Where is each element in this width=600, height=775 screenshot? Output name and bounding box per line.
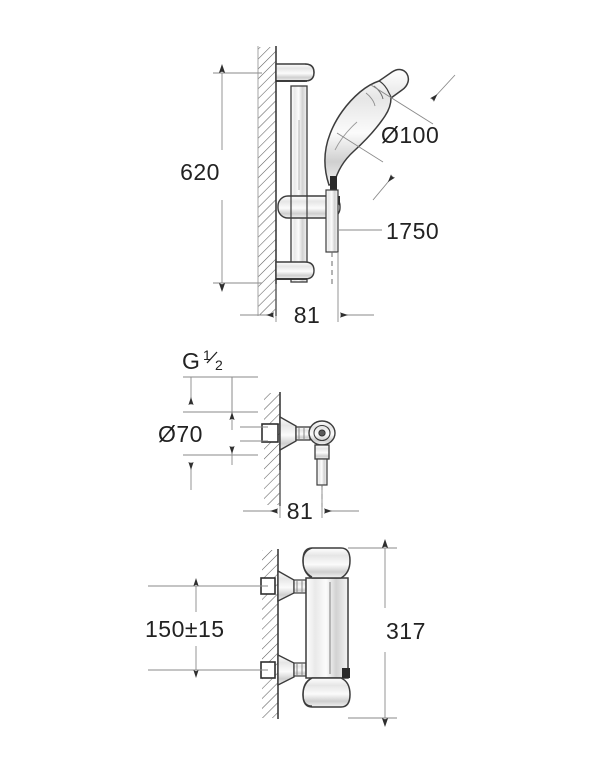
dimension-81-top: 81 <box>240 253 374 328</box>
mixer-handle-bottom <box>302 677 351 708</box>
dimension-diameter-70: Ø70 <box>158 377 258 490</box>
view-thermostatic-mixer: 150±15 317 <box>145 539 426 727</box>
dimension-label-620: 620 <box>180 159 220 185</box>
dimension-diameter-100: Ø100 <box>336 74 456 201</box>
hand-shower <box>324 68 410 190</box>
shower-hose <box>325 189 339 286</box>
dimension-label-150-15: 150±15 <box>145 616 225 642</box>
dimension-620: 620 <box>180 64 262 292</box>
dimension-317: 317 <box>348 539 426 727</box>
mixer-handle-top <box>302 547 351 579</box>
rail-bracket-top <box>275 63 315 82</box>
wall-section-bottom <box>262 549 279 719</box>
dimension-label-diameter-70: Ø70 <box>158 421 203 447</box>
dimension-label-thread-g: G <box>182 348 200 374</box>
view-valve-connection: G 1 2 Ø70 81 <box>158 347 359 524</box>
rail-bracket-bottom <box>275 261 315 280</box>
dimension-thread-g-half: G 1 2 <box>182 347 268 465</box>
dimension-label-thread-denominator: 2 <box>215 357 223 373</box>
dimension-label-thread-numerator: 1 <box>203 347 211 363</box>
view-shower-rail-set: 620 Ø100 1750 81 <box>180 46 456 328</box>
wall-section-middle <box>264 392 281 506</box>
wall-section-top <box>257 46 277 316</box>
mixer-body <box>305 577 350 679</box>
dimension-label-81-top: 81 <box>294 302 321 328</box>
wall-union-body <box>261 415 336 507</box>
dimension-1750: 1750 <box>338 218 439 244</box>
shower-rail <box>290 85 308 283</box>
dimension-label-81-middle: 81 <box>287 498 314 524</box>
dimension-label-diameter-100: Ø100 <box>381 122 439 148</box>
dimension-label-317: 317 <box>386 618 426 644</box>
dimension-81-middle: 81 <box>243 470 359 524</box>
dimension-150-plusminus-15: 150±15 <box>145 578 268 678</box>
dimension-label-1750: 1750 <box>386 218 439 244</box>
